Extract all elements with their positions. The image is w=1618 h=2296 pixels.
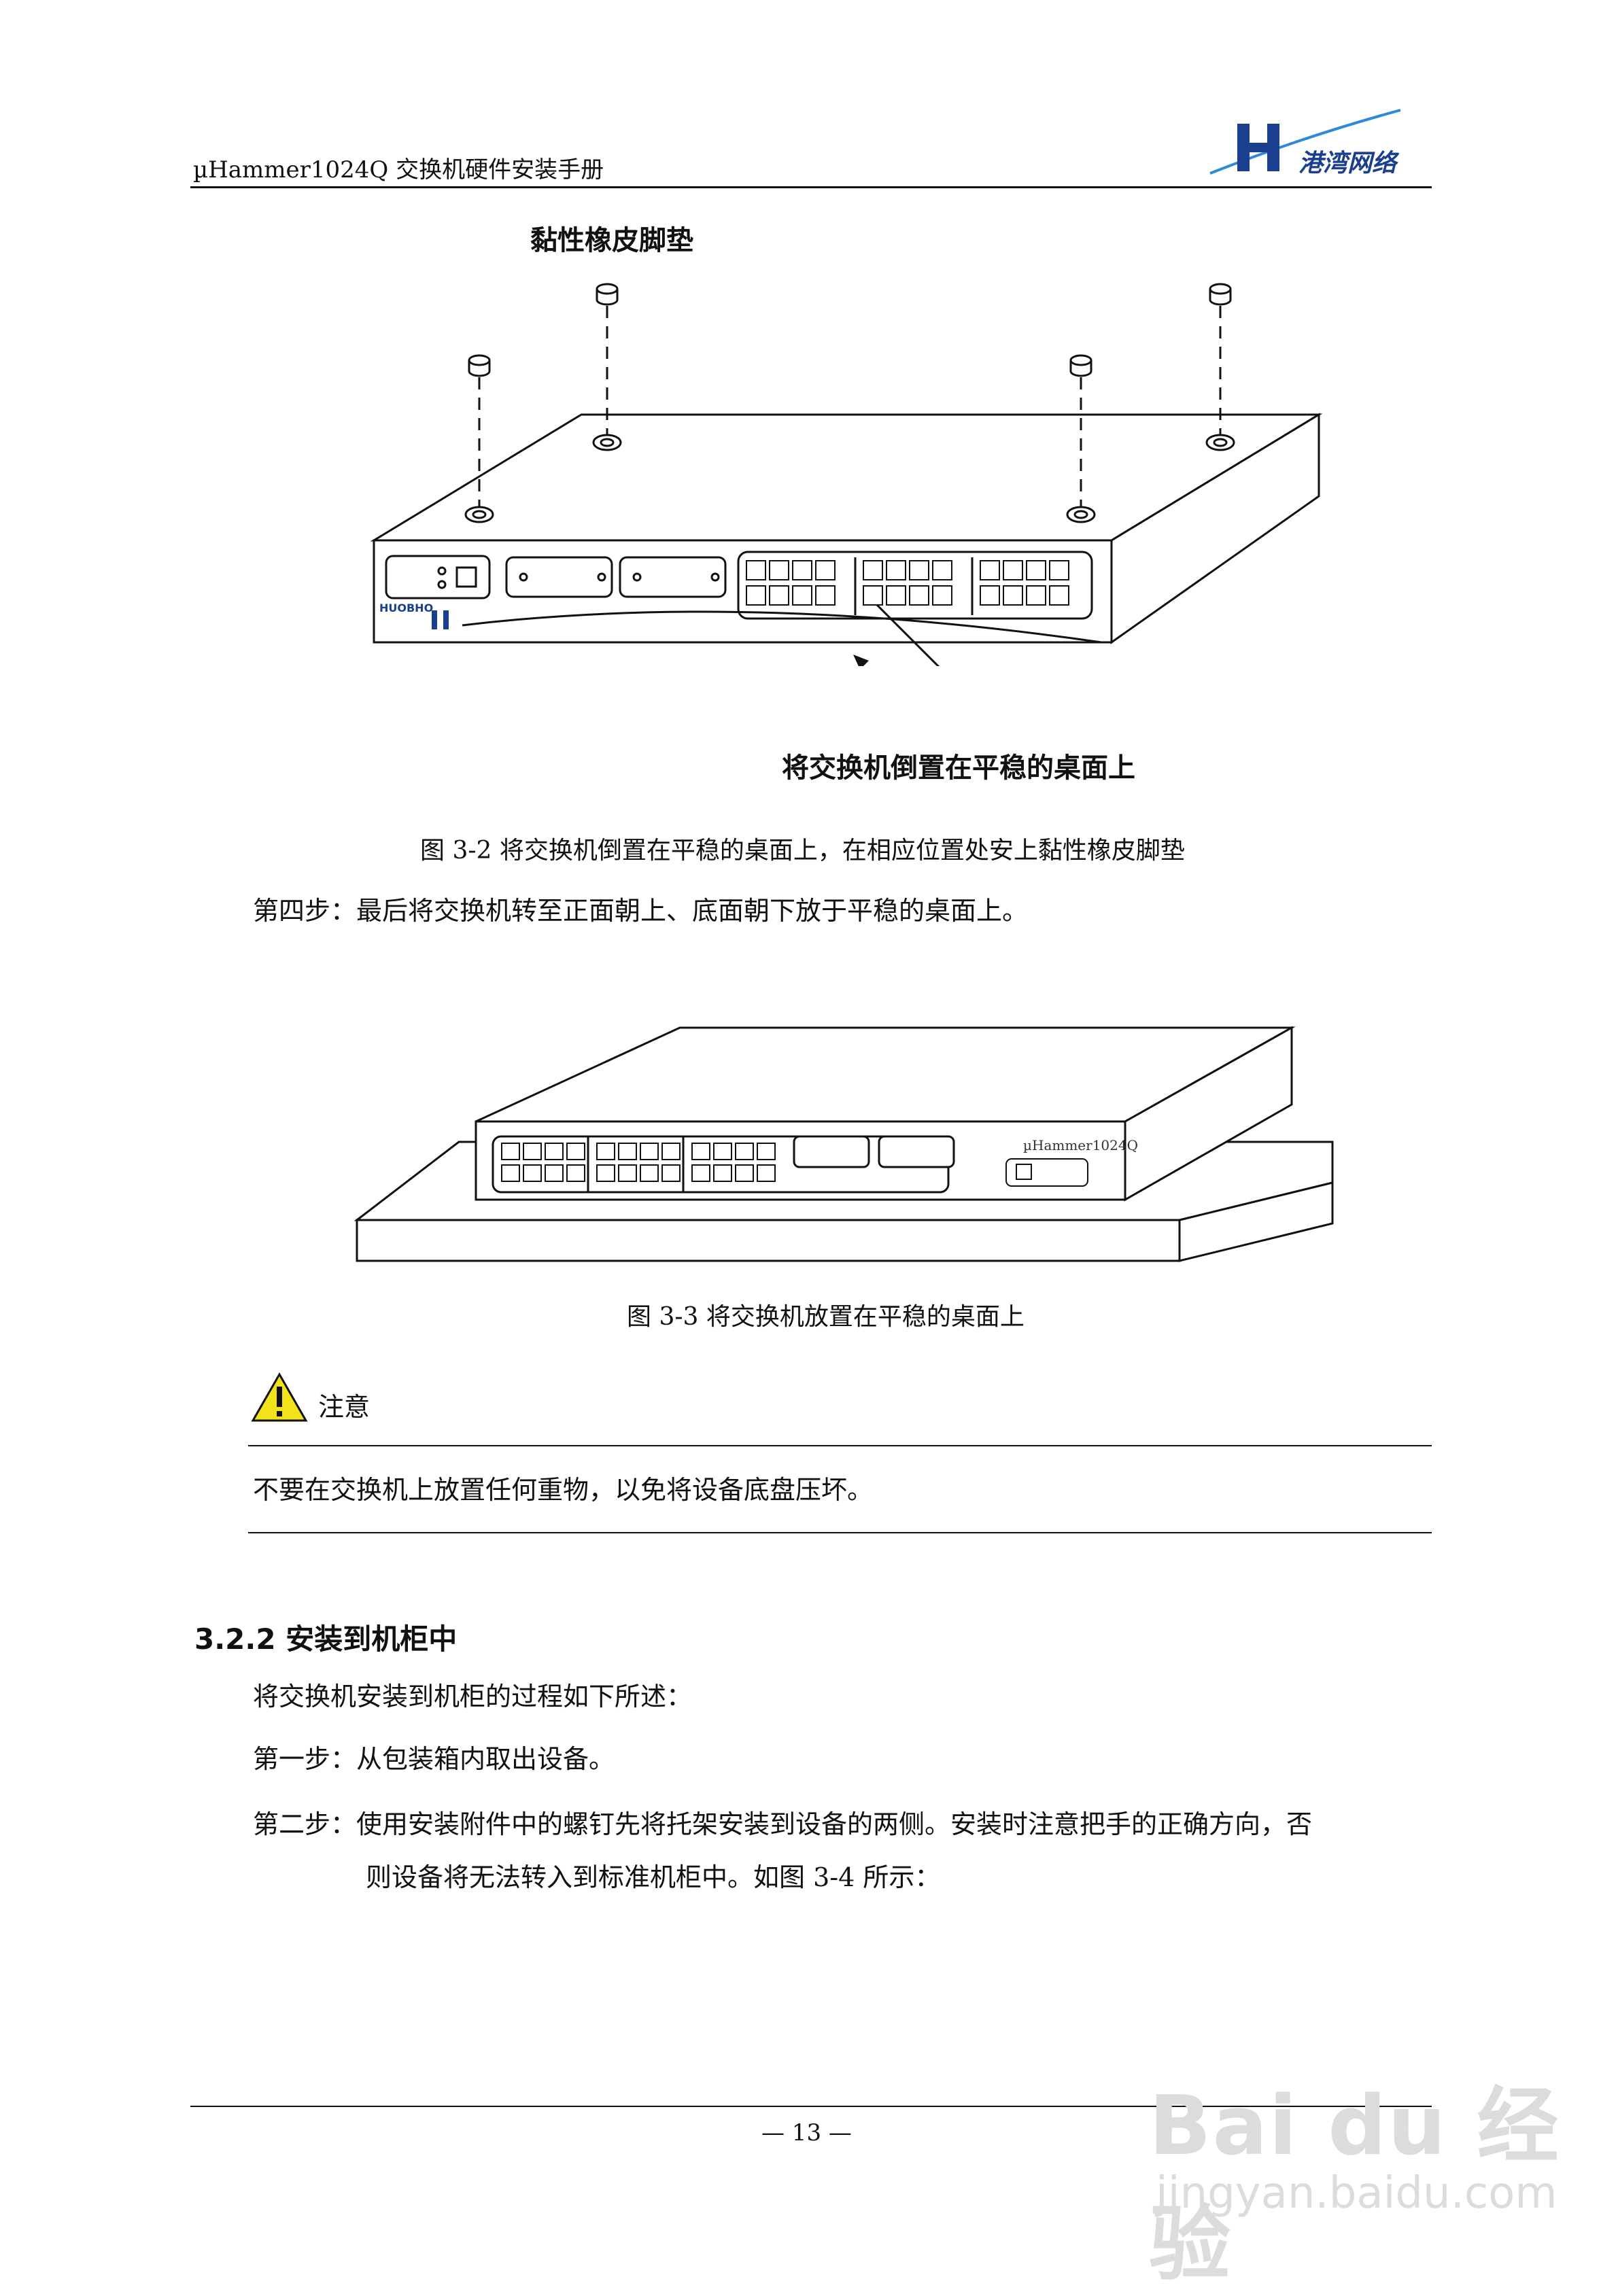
- section-heading: 3.2.2 安装到机柜中: [194, 1622, 458, 1656]
- note-body: 不要在交换机上放置任何重物，以免将设备底盘压坏。: [253, 1475, 874, 1505]
- flip-device-label: 将交换机倒置在平稳的桌面上: [782, 752, 1135, 784]
- note-top-rule: [248, 1445, 1432, 1446]
- step-2-line2: 则设备将无法转入到标准机柜中。如图 3-4 所示：: [366, 1862, 941, 1892]
- warning-icon: [251, 1372, 308, 1422]
- header-title: µHammer1024Q 交换机硬件安装手册: [193, 156, 604, 184]
- figure-3-2-diagram: HUOBHO: [370, 283, 1323, 666]
- note-title: 注意: [318, 1392, 371, 1422]
- page-number: — 13 —: [761, 2119, 852, 2146]
- figure-3-2-caption: 图 3-2 将交换机倒置在平稳的桌面上，在相应位置处安上黏性橡皮脚垫: [420, 837, 1185, 865]
- watermark-url: jingyan.baidu.com: [1156, 2168, 1557, 2219]
- figure-3-3-caption: 图 3-3 将交换机放置在平稳的桌面上: [627, 1303, 1025, 1331]
- header-rule: [190, 186, 1432, 188]
- device-brand-mark: HUOBHO: [379, 602, 433, 614]
- company-logo: 港湾网络: [1209, 109, 1401, 177]
- logo-text: 港湾网络: [1298, 150, 1400, 177]
- device-model-label: µHammer1024Q: [1023, 1137, 1138, 1153]
- footer-rule: [190, 2106, 1432, 2107]
- step-2-line1: 第二步：使用安装附件中的螺钉先将托架安装到设备的两侧。安装时注意把手的正确方向，…: [253, 1809, 1313, 1839]
- section-intro: 将交换机安装到机柜的过程如下所述：: [253, 1682, 693, 1711]
- step-4-text: 第四步：最后将交换机转至正面朝上、底面朝下放于平稳的桌面上。: [253, 896, 1029, 926]
- note-bottom-rule: [248, 1532, 1432, 1533]
- figure-3-3-diagram: µHammer1024Q: [354, 1026, 1334, 1262]
- step-1-text: 第一步：从包装箱内取出设备。: [253, 1744, 615, 1774]
- watermark-brand: Bai du 经验: [1149, 2079, 1560, 2292]
- rubber-feet-label: 黏性橡皮脚垫: [530, 225, 693, 256]
